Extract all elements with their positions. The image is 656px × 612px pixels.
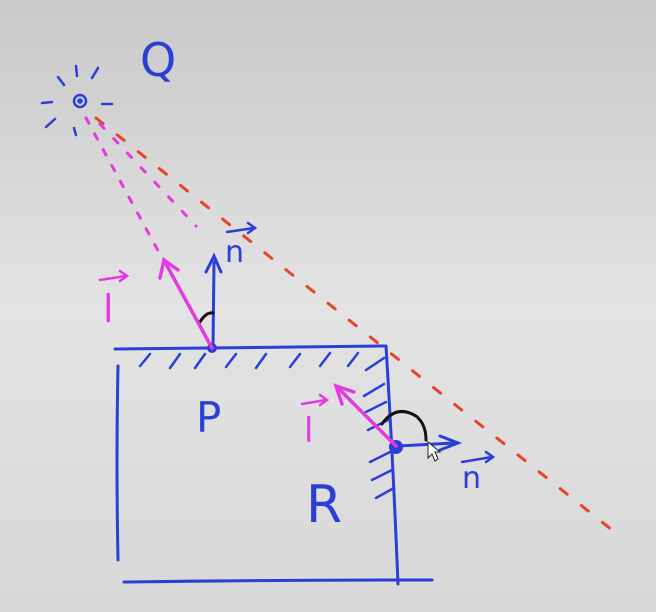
angle-arc-side [380, 410, 428, 442]
grazing-light-ray [94, 116, 614, 532]
side-surface-hatching [362, 356, 396, 500]
light-source [40, 64, 114, 137]
light-label-side: l [304, 411, 313, 451]
normal-vector-side [396, 434, 463, 452]
light-source-label: Q [140, 33, 176, 87]
light-label-top: l [103, 287, 114, 331]
light-label-top-arrow [98, 269, 130, 283]
light-ray-to-r [98, 122, 198, 228]
normal-vector-top [204, 252, 223, 350]
mouse-cursor-icon [427, 440, 442, 462]
object-box [113, 344, 434, 586]
light-vector-top [158, 257, 214, 350]
top-surface-hatching [138, 351, 360, 370]
angle-arc-top [198, 311, 215, 324]
point-p-label: P [196, 393, 221, 442]
point-r-label: R [306, 475, 342, 535]
normal-label-top-arrow [225, 221, 258, 235]
light-ray-to-p [84, 116, 164, 260]
light-label-side-arrow [300, 393, 330, 407]
normal-label-side: n [462, 461, 481, 496]
normal-label-top: n [225, 235, 244, 270]
normal-label-side-arrow [460, 450, 496, 464]
light-vector-side [333, 383, 398, 448]
